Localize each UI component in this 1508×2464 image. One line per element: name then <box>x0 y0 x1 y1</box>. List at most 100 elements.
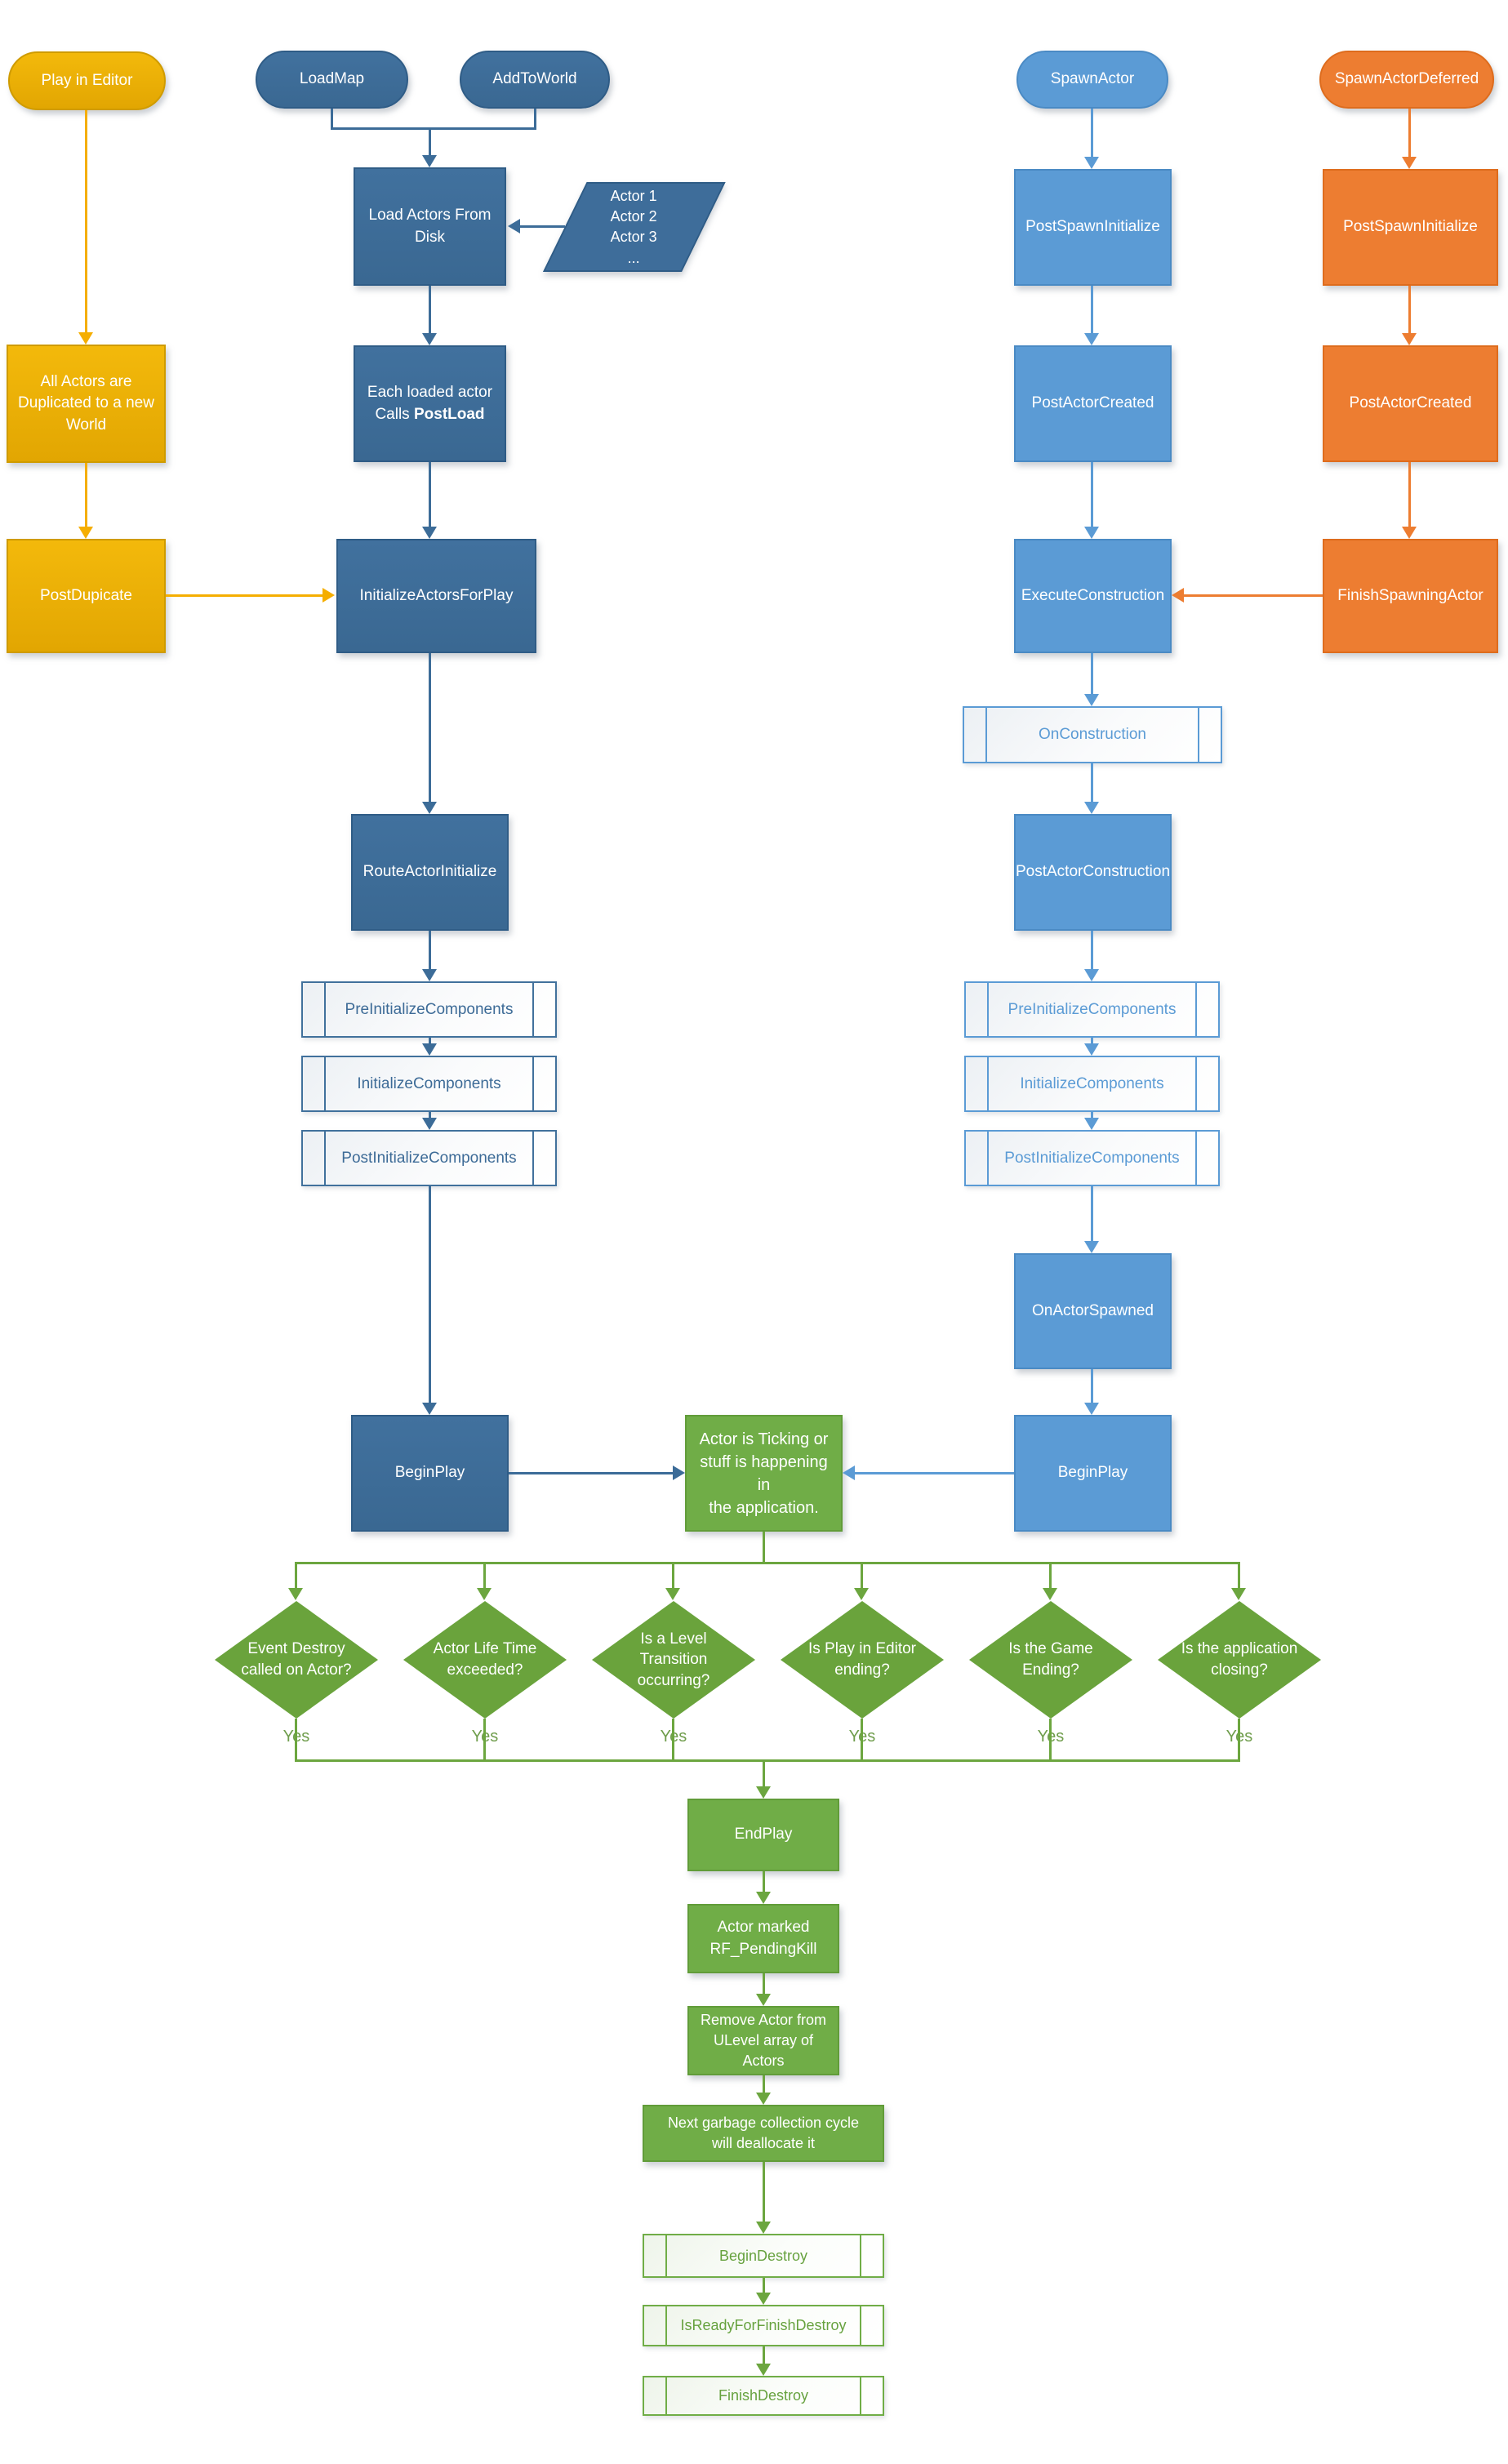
node-label: Remove Actor from ULevel array of Actors <box>700 2011 827 2070</box>
connector <box>763 1871 765 1892</box>
arrowhead <box>422 1403 437 1415</box>
arrowhead <box>422 527 437 539</box>
arrowhead <box>422 969 437 981</box>
arrowhead <box>422 802 437 814</box>
node-pre-initialize-components-left: PreInitializeComponents <box>301 981 557 1038</box>
node-label: PreInitializeComponents <box>345 1000 514 1018</box>
node-initialize-components-left: InitializeComponents <box>301 1056 557 1112</box>
arrowhead <box>1084 694 1099 706</box>
node-post-actor-construction: PostActorConstruction <box>1014 814 1172 931</box>
node-post-initialize-components-right: PostInitializeComponents <box>964 1130 1220 1186</box>
connector <box>295 1759 1240 1762</box>
arrowhead <box>1084 1403 1099 1415</box>
node-label: RouteActorInitialize <box>363 863 497 881</box>
connector <box>763 2075 765 2093</box>
connector <box>861 1562 863 1588</box>
node-label: SpawnActorDeferred <box>1334 70 1479 88</box>
connector <box>429 653 431 802</box>
node-label: FinishDestroy <box>718 2387 809 2404</box>
node-spawn-actor: SpawnActor <box>1016 51 1168 109</box>
node-diamond-app-closing: Is the application closing? <box>1158 1601 1321 1719</box>
connector <box>331 109 333 130</box>
connector <box>855 1472 1014 1474</box>
arrowhead <box>1043 1588 1057 1600</box>
node-label: PostSpawnInitialize <box>1343 218 1478 236</box>
arrowhead <box>1084 333 1099 345</box>
node-label: InitializeComponents <box>357 1074 501 1092</box>
arrowhead <box>756 2222 771 2234</box>
node-label: InitializeActorsForPlay <box>359 586 514 604</box>
arrowhead <box>1084 527 1099 539</box>
connector <box>429 462 431 527</box>
connector <box>1091 653 1093 694</box>
connector <box>1091 286 1093 333</box>
arrowhead <box>78 527 93 539</box>
node-label: OnActorSpawned <box>1032 1301 1154 1319</box>
node-label: LoadMap <box>299 70 365 88</box>
connector <box>1049 1562 1052 1588</box>
node-diamond-event-destroy: Event Destroy called on Actor? <box>215 1601 378 1719</box>
arrowhead <box>1402 333 1417 345</box>
arrowhead <box>756 2364 771 2376</box>
node-label: ExecuteConstruction <box>1021 586 1165 604</box>
node-play-in-editor: Play in Editor <box>8 51 166 110</box>
node-diamond-level-transition: Is a Level Transition occurring? <box>592 1601 755 1719</box>
connector <box>763 2278 765 2293</box>
connector <box>1049 1719 1052 1762</box>
connector <box>1091 1369 1093 1403</box>
connector <box>1238 1562 1240 1588</box>
node-on-actor-spawned: OnActorSpawned <box>1014 1253 1172 1369</box>
connector <box>483 1562 486 1588</box>
arrowhead <box>756 2093 771 2105</box>
node-label: Actor marked RF_PendingKill <box>710 1918 817 1958</box>
node-label: Actor 1 Actor 2 Actor 3 ... <box>611 187 658 266</box>
node-label: AddToWorld <box>492 70 577 88</box>
node-actor-ticking: Actor is Ticking or stuff is happening i… <box>685 1415 843 1532</box>
arrowhead <box>508 219 520 234</box>
arrowhead <box>756 1994 771 2006</box>
connector <box>1091 1186 1093 1241</box>
node-label: Load Actors From Disk <box>368 206 492 246</box>
arrowhead <box>673 1466 685 1480</box>
node-label: PostSpawnInitialize <box>1025 218 1160 236</box>
node-actor-marked-pending-kill: Actor marked RF_PendingKill <box>687 1904 839 1973</box>
node-label: PostActorCreated <box>1349 394 1472 412</box>
connector <box>166 594 323 597</box>
connector <box>861 1719 863 1762</box>
node-label: Event Destroy called on Actor? <box>241 1640 352 1679</box>
arrowhead <box>78 332 93 345</box>
node-label: PostInitializeComponents <box>341 1149 517 1167</box>
node-label: PostInitializeComponents <box>1004 1149 1180 1167</box>
node-route-actor-initialize: RouteActorInitialize <box>351 814 509 931</box>
node-end-play: EndPlay <box>687 1799 839 1871</box>
connector <box>763 1532 765 1563</box>
arrowhead <box>1402 157 1417 169</box>
node-finish-destroy: FinishDestroy <box>643 2376 884 2416</box>
connector <box>1184 594 1323 597</box>
node-execute-construction: ExecuteConstruction <box>1014 539 1172 653</box>
node-next-garbage-collection: Next garbage collection cycle will deall… <box>643 2105 884 2162</box>
node-label: All Actors are Duplicated to a new World <box>18 372 154 434</box>
connector <box>429 1186 431 1403</box>
node-finish-spawning-actor: FinishSpawningActor <box>1323 539 1498 653</box>
connector <box>85 463 87 527</box>
node-spawn-actor-deferred: SpawnActorDeferred <box>1319 51 1494 109</box>
node-label: PostDupicate <box>39 586 132 604</box>
node-label: BeginDestroy <box>718 2247 808 2264</box>
node-initialize-components-right: InitializeComponents <box>964 1056 1220 1112</box>
connector <box>1091 109 1093 157</box>
node-label: Play in Editor <box>41 71 133 89</box>
connector <box>520 225 565 228</box>
arrowhead <box>756 1892 771 1904</box>
arrowhead <box>422 333 437 345</box>
node-diamond-game-ending: Is the Game Ending? <box>969 1601 1132 1719</box>
connector <box>296 1562 1239 1564</box>
connector <box>429 127 431 155</box>
connector <box>763 2162 765 2222</box>
node-load-actors-from-disk: Load Actors From Disk <box>354 167 506 286</box>
connector <box>1091 763 1093 802</box>
node-post-actor-created-blue: PostActorCreated <box>1014 345 1172 462</box>
